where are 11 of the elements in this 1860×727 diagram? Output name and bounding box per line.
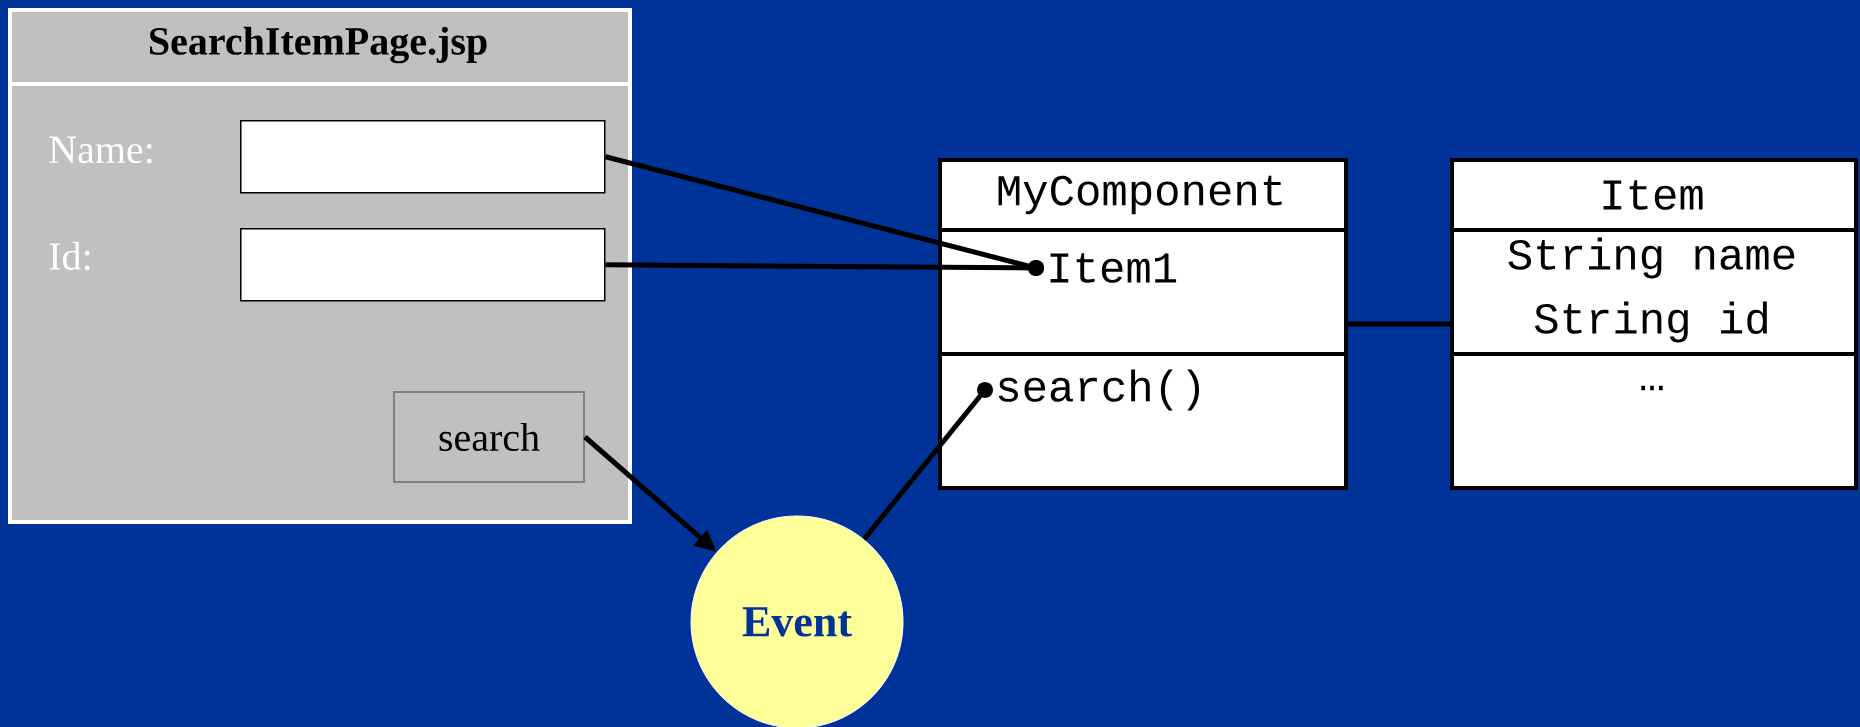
- connector: [605, 260, 1044, 276]
- input-field: [240, 120, 606, 194]
- field-label: Id:: [49, 241, 90, 271]
- connector: [1348, 321, 1450, 327]
- class-member: Item1: [1050, 253, 1177, 283]
- class-member: search(): [998, 369, 1199, 411]
- field-label: Name:: [49, 136, 152, 164]
- connector: [862, 382, 993, 541]
- input-field: [240, 228, 606, 302]
- search-button: search: [393, 391, 585, 483]
- class-box: Item String name String id …: [1450, 158, 1858, 490]
